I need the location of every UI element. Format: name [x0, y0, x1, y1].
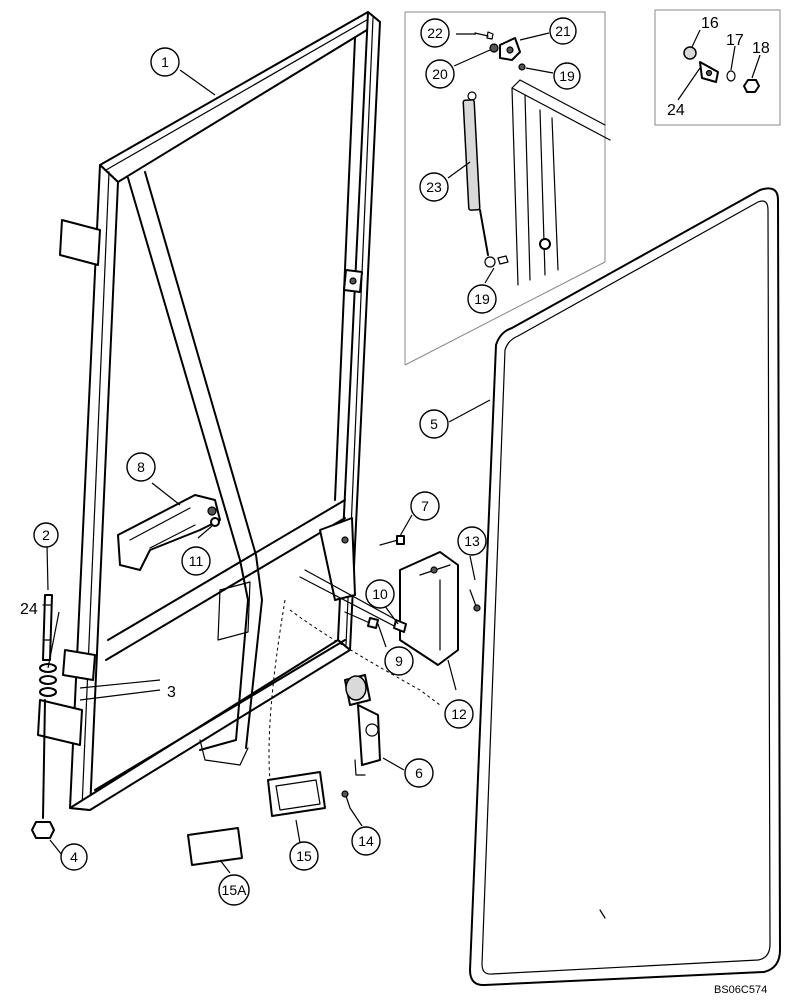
svg-text:5: 5 — [430, 416, 438, 432]
svg-text:23: 23 — [426, 179, 442, 195]
svg-text:13: 13 — [464, 533, 480, 549]
callout-8: 8 — [126, 452, 156, 482]
svg-text:1: 1 — [161, 54, 169, 70]
callout-19-top: 19 — [553, 62, 581, 90]
latch-mechanism — [210, 517, 481, 809]
svg-text:20: 20 — [432, 66, 448, 82]
svg-text:19: 19 — [474, 291, 490, 307]
label-16: 16 — [701, 15, 719, 32]
callout-9: 9 — [384, 646, 414, 676]
svg-text:15: 15 — [296, 848, 312, 864]
svg-text:9: 9 — [395, 653, 403, 669]
label-24-inset: 24 — [667, 102, 685, 119]
callout-6: 6 — [404, 758, 434, 788]
gas-strut — [462, 91, 496, 268]
callout-19-bottom: 19 — [467, 284, 497, 314]
callout-13: 13 — [457, 526, 487, 556]
callout-22: 22 — [420, 18, 450, 48]
hinge-pin-assembly — [31, 594, 57, 839]
callout-15a: 15A — [218, 874, 250, 906]
label-18: 18 — [752, 40, 770, 57]
window-glass — [469, 187, 781, 987]
label-24-left: 24 — [20, 601, 38, 618]
svg-text:8: 8 — [137, 459, 145, 475]
latch-assembly — [344, 674, 381, 776]
svg-text:11: 11 — [189, 553, 204, 569]
callout-15: 15 — [289, 841, 319, 871]
svg-text:6: 6 — [415, 765, 423, 781]
callout-21: 21 — [549, 17, 577, 45]
label-17: 17 — [726, 32, 744, 49]
leader-lines — [46, 29, 761, 874]
svg-text:21: 21 — [555, 23, 571, 39]
callout-2: 2 — [33, 522, 59, 548]
svg-text:14: 14 — [358, 833, 374, 849]
label-3: 3 — [167, 684, 176, 701]
callout-7: 7 — [410, 491, 440, 521]
svg-text:19: 19 — [559, 68, 575, 84]
svg-text:12: 12 — [451, 706, 467, 722]
svg-text:4: 4 — [70, 849, 78, 865]
strut-detail-inset — [404, 11, 611, 366]
callout-23: 23 — [419, 172, 449, 202]
svg-text:10: 10 — [372, 586, 388, 602]
svg-text:15A: 15A — [222, 882, 248, 898]
svg-text:22: 22 — [427, 25, 443, 41]
callout-5: 5 — [419, 409, 449, 439]
callout-20: 20 — [425, 59, 455, 89]
latch-detail-inset — [654, 9, 781, 126]
callout-11: 11 — [181, 546, 211, 576]
svg-text:7: 7 — [421, 498, 429, 514]
callout-1: 1 — [150, 47, 180, 77]
callout-4: 4 — [60, 843, 88, 871]
door-handle — [117, 494, 221, 571]
callout-12: 12 — [444, 699, 474, 729]
callout-10: 10 — [365, 579, 395, 609]
door-frame — [37, 11, 381, 811]
pad-and-plate — [187, 771, 326, 866]
callout-14: 14 — [351, 826, 381, 856]
svg-text:2: 2 — [42, 527, 50, 543]
figure-code: BS06C574 — [714, 984, 767, 996]
